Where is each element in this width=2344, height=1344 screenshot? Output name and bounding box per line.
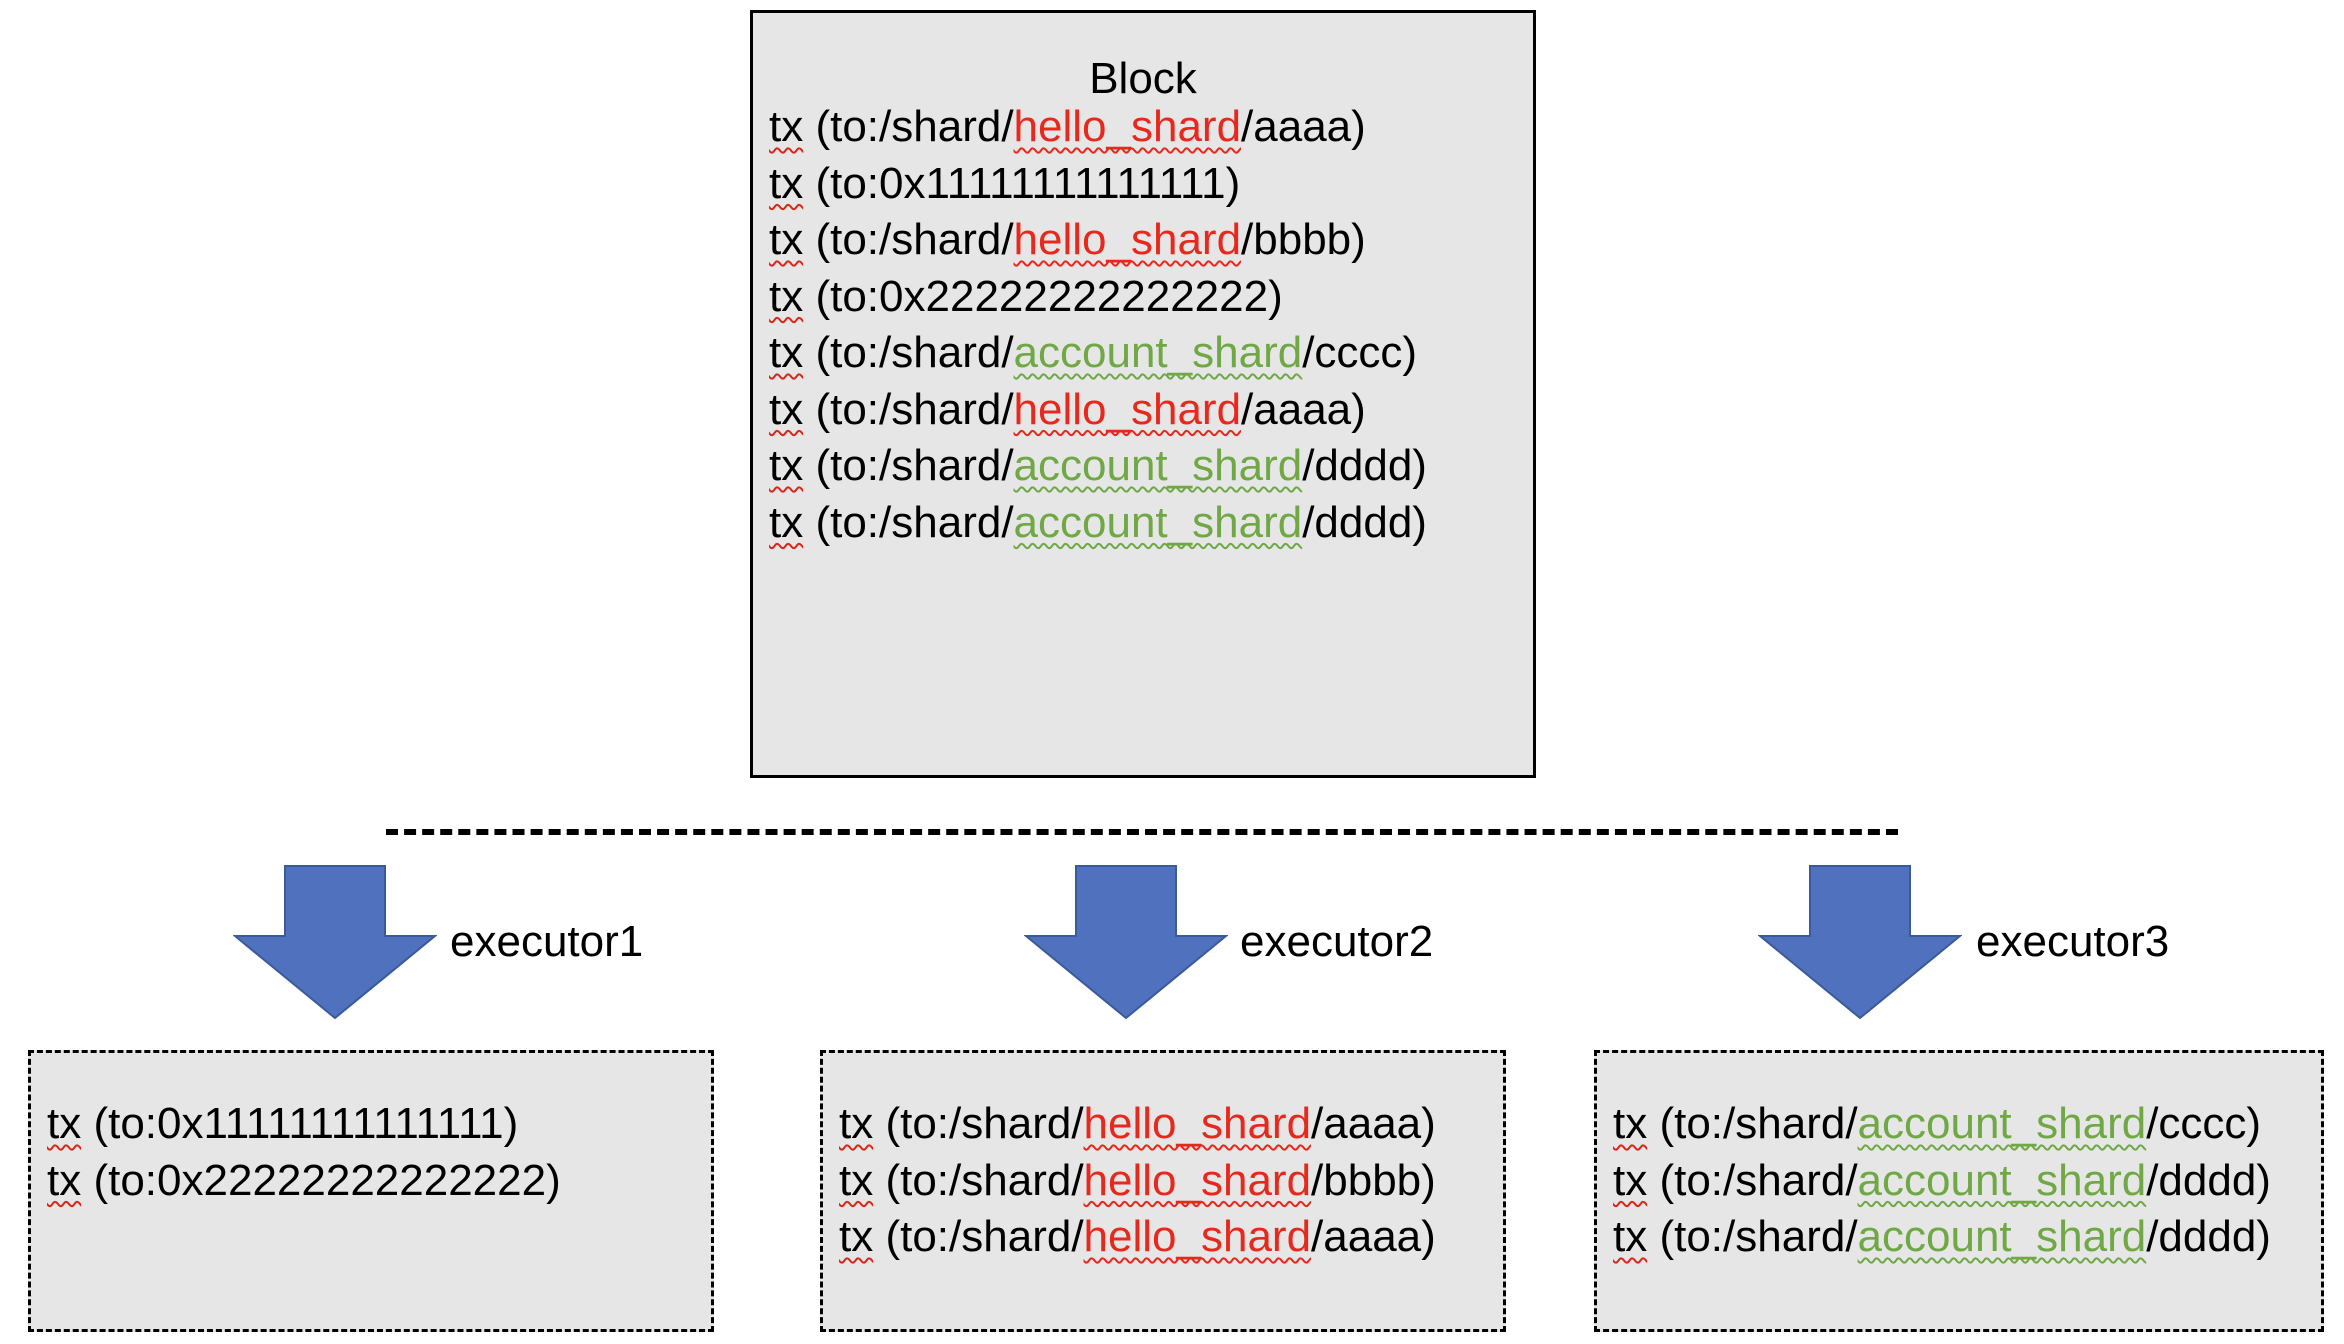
tx-keyword: tx: [1613, 1212, 1648, 1261]
tx-target-suffix: /aaaa): [1241, 102, 1366, 151]
tx-target-suffix: /dddd): [2146, 1212, 2271, 1261]
tx-keyword: tx: [1613, 1099, 1648, 1148]
executor-box-3: tx (to:/shard/account_shard/cccc)tx (to:…: [1594, 1050, 2324, 1332]
tx-target-suffix: /aaaa): [1311, 1099, 1436, 1148]
tx-line: tx (to:/shard/hello_shard/bbbb): [839, 1151, 1436, 1211]
tx-keyword: tx: [769, 102, 804, 151]
shard-name: account_shard: [1013, 328, 1303, 377]
shard-name: hello_shard: [1013, 215, 1242, 264]
shard-name: account_shard: [1857, 1212, 2147, 1261]
tx-line: tx (to:/shard/hello_shard/aaaa): [839, 1094, 1436, 1154]
tx-target-suffix: /aaaa): [1241, 384, 1366, 434]
executor-label: executor3: [1976, 917, 2170, 966]
down-arrow-icon: [233, 865, 437, 1020]
executor-box-2: tx (to:/shard/hello_shard/aaaa)tx (to:/s…: [820, 1050, 1506, 1332]
tx-target-prefix: (to:0x22222222222222): [81, 1155, 561, 1205]
tx-line: tx (to:/shard/hello_shard/aaaa): [769, 380, 1366, 440]
tx-keyword: tx: [769, 441, 804, 490]
tx-line: tx (to:/shard/account_shard/cccc): [1613, 1094, 2261, 1154]
down-arrow-shape: [1024, 865, 1228, 1020]
tx-line: tx (to:/shard/account_shard/dddd): [769, 436, 1427, 496]
tx-target-prefix: (to:/shard/: [803, 328, 1014, 377]
tx-target-prefix: (to:/shard/: [1647, 1155, 1858, 1205]
tx-target-suffix: /bbbb): [1241, 215, 1366, 264]
tx-line: tx (to:/shard/account_shard/dddd): [769, 493, 1427, 553]
tx-keyword: tx: [769, 271, 804, 321]
tx-target-prefix: (to:/shard/: [873, 1099, 1084, 1148]
tx-line: tx (to:/shard/account_shard/dddd): [1613, 1207, 2271, 1267]
shard-name: hello_shard: [1013, 384, 1242, 434]
tx-line: tx (to:0x11111111111111): [769, 154, 1240, 214]
shard-name: account_shard: [1857, 1099, 2147, 1148]
tx-line: tx (to:/shard/hello_shard/aaaa): [769, 97, 1366, 157]
tx-line: tx (to:0x11111111111111): [47, 1094, 518, 1154]
tx-line: tx (to:/shard/hello_shard/aaaa): [839, 1207, 1436, 1267]
tx-keyword: tx: [769, 328, 804, 377]
shard-name: hello_shard: [1083, 1099, 1312, 1148]
shard-name: hello_shard: [1083, 1212, 1312, 1261]
tx-line: tx (to:0x22222222222222): [47, 1151, 561, 1211]
tx-target-prefix: (to:0x11111111111111): [81, 1099, 519, 1148]
shard-name: account_shard: [1013, 441, 1303, 490]
tx-keyword: tx: [769, 215, 804, 264]
tx-target-prefix: (to:/shard/: [803, 384, 1014, 434]
tx-keyword: tx: [769, 384, 804, 434]
tx-target-suffix: /bbbb): [1311, 1155, 1436, 1205]
tx-keyword: tx: [839, 1155, 874, 1205]
shard-name: hello_shard: [1013, 102, 1242, 151]
tx-target-prefix: (to:/shard/: [803, 215, 1014, 264]
tx-keyword: tx: [769, 497, 804, 547]
block-box: Block tx (to:/shard/hello_shard/aaaa)tx …: [750, 10, 1536, 778]
tx-keyword: tx: [1613, 1155, 1648, 1205]
tx-keyword: tx: [47, 1099, 82, 1148]
tx-keyword: tx: [839, 1212, 874, 1261]
tx-target-suffix: /cccc): [1302, 328, 1418, 377]
tx-target-suffix: /cccc): [2146, 1099, 2262, 1148]
tx-target-suffix: /aaaa): [1311, 1212, 1436, 1261]
shard-name: account_shard: [1857, 1155, 2147, 1205]
tx-target-prefix: (to:/shard/: [803, 441, 1014, 490]
tx-target-prefix: (to:/shard/: [1647, 1212, 1858, 1261]
tx-keyword: tx: [839, 1099, 874, 1148]
tx-line: tx (to:/shard/account_shard/dddd): [1613, 1151, 2271, 1211]
tx-target-prefix: (to:/shard/: [1647, 1099, 1858, 1148]
tx-line: tx (to:/shard/account_shard/cccc): [769, 323, 1417, 383]
tx-target-prefix: (to:/shard/: [873, 1155, 1084, 1205]
tx-line: tx (to:/shard/hello_shard/bbbb): [769, 210, 1366, 270]
executor-label: executor1: [450, 917, 644, 966]
tx-target-suffix: /dddd): [1302, 441, 1427, 490]
tx-keyword: tx: [47, 1155, 82, 1205]
down-arrow-shape: [233, 865, 437, 1020]
tx-target-suffix: /dddd): [2146, 1155, 2271, 1205]
executor-box-1: tx (to:0x11111111111111)tx (to:0x2222222…: [28, 1050, 714, 1332]
dashed-divider: [386, 829, 1898, 835]
down-arrow-icon: [1024, 865, 1228, 1020]
down-arrow-icon: [1758, 865, 1962, 1020]
tx-target-prefix: (to:/shard/: [873, 1212, 1084, 1261]
tx-target-suffix: /dddd): [1302, 497, 1427, 547]
block-title: Block: [1089, 54, 1197, 103]
shard-name: hello_shard: [1083, 1155, 1312, 1205]
tx-target-prefix: (to:0x22222222222222): [803, 271, 1283, 321]
tx-target-prefix: (to:/shard/: [803, 497, 1014, 547]
tx-keyword: tx: [769, 158, 804, 208]
tx-target-prefix: (to:0x11111111111111): [803, 158, 1241, 208]
executor-label: executor2: [1240, 917, 1434, 966]
tx-line: tx (to:0x22222222222222): [769, 267, 1283, 327]
tx-target-prefix: (to:/shard/: [803, 102, 1014, 151]
down-arrow-shape: [1758, 865, 1962, 1020]
shard-name: account_shard: [1013, 497, 1303, 547]
